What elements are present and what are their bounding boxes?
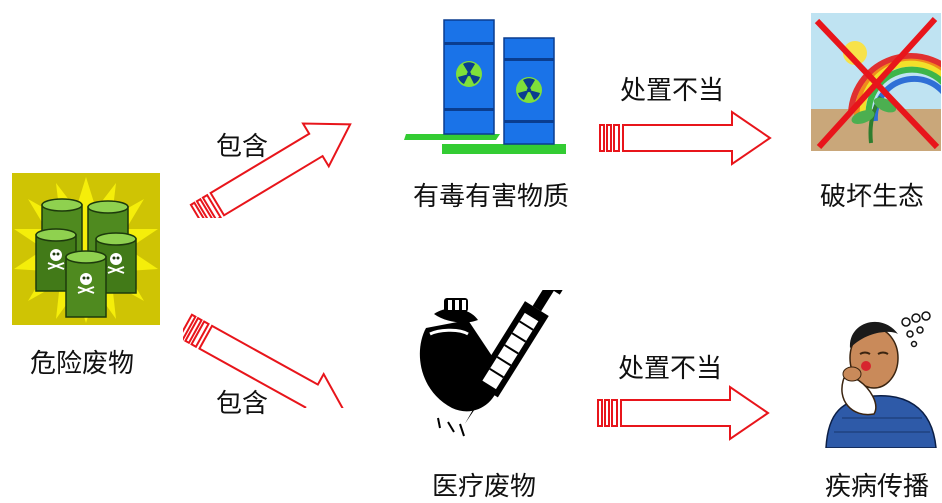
node-label-toxic-substances: 有毒有害物质: [413, 182, 570, 212]
syringe-icon: [419, 290, 563, 437]
sick-person-icon: [825, 311, 937, 448]
node-label-hazardous-waste: 危险废物: [30, 349, 135, 379]
crossed-rainbow-icon: [811, 13, 941, 151]
arrow-mishandled-top: [599, 110, 772, 166]
arrow-contains-top: [189, 122, 352, 218]
node-label-ecology-damage: 破坏生态: [820, 182, 925, 212]
arrow-contains-bottom: [183, 313, 349, 408]
node-label-medical-waste: 医疗废物: [432, 472, 537, 502]
toxic-barrels-icon: [12, 173, 160, 325]
edge-label-contains-top: 包含: [216, 132, 269, 162]
node-label-disease-spread: 疾病传播: [825, 472, 930, 502]
radioactive-barrels-icon: [404, 19, 566, 154]
arrow-mishandled-bottom: [597, 385, 770, 441]
edge-label-contains-bottom: 包含: [216, 389, 269, 419]
edge-label-mishandled-top: 处置不当: [620, 76, 725, 106]
edge-label-mishandled-bottom: 处置不当: [618, 354, 723, 384]
